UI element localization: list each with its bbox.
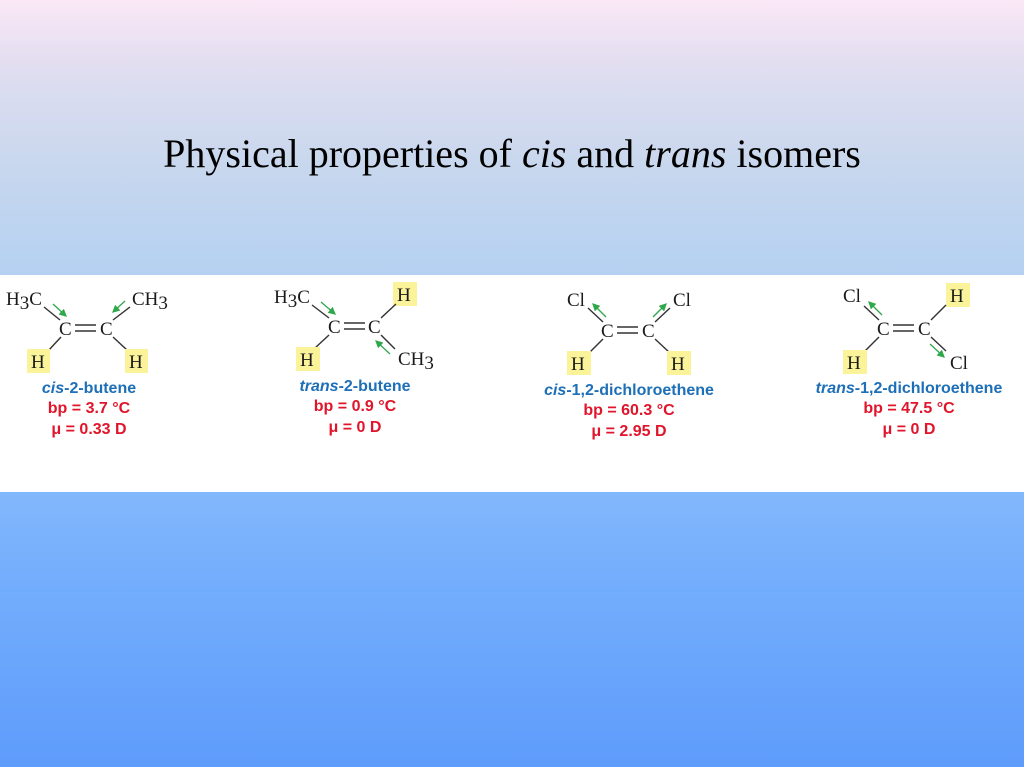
atom-c2: C [368, 317, 381, 338]
atom-top-left: Cl [567, 290, 585, 311]
bond-line [930, 304, 947, 321]
dipole-moment: μ = 0 D [328, 419, 382, 436]
isomer-figure-panel: H3C CH3 C C H H H3C H C C [0, 275, 1024, 492]
boiling-point: bp = 3.7 °C [47, 400, 131, 417]
title-suffix: isomers [726, 131, 861, 176]
dipole-arrow-icon [868, 301, 883, 316]
atom-bottom-left: H [847, 353, 861, 374]
highlight-box [393, 282, 417, 306]
atom-bottom-right: Cl [950, 353, 968, 374]
highlight-box [843, 350, 867, 374]
atom-c2: C [918, 319, 931, 340]
atom-top-right: H [950, 286, 964, 307]
atom-c1: C [328, 317, 341, 338]
molecule-cis-2-butene: H3C CH3 C C H H [6, 289, 168, 373]
boiling-point: bp = 0.9 °C [313, 398, 397, 415]
slide-title: Physical properties of cis and trans iso… [0, 130, 1024, 177]
atom-c1: C [601, 321, 614, 342]
isomer-name-text: -2-butene [64, 380, 137, 397]
dipole-arrow-icon [112, 300, 126, 313]
bond-line [112, 336, 129, 352]
bond-line [380, 334, 396, 350]
atom-bottom-right: CH3 [398, 349, 434, 374]
dipole-arrow-icon [592, 303, 607, 318]
title-and: and [566, 131, 645, 176]
dipole-moment: μ = 0 D [882, 421, 936, 438]
title-trans: trans [644, 131, 727, 176]
bond-line [863, 305, 880, 321]
isomer-name: cis-1,2-dichloroethene [521, 381, 737, 400]
atom-c2: C [100, 319, 113, 340]
molecule-trans-2-butene: H3C H C C H CH3 [274, 282, 434, 374]
molecule-cis-dichloroethene: Cl Cl C C H H [567, 290, 691, 375]
highlight-box [27, 349, 50, 373]
bond-line [43, 306, 61, 321]
atom-bottom-left: H [571, 354, 585, 375]
atom-top-right: CH3 [132, 289, 168, 314]
isomer-name-text: -1,2-dichloroethene [854, 380, 1003, 397]
title-text: Physical properties of [163, 131, 522, 176]
dipole-arrow-icon [375, 340, 391, 355]
bond-line [654, 338, 671, 354]
atom-bottom-left: H [31, 352, 45, 373]
structure-drawings: H3C CH3 C C H H H3C H C C [6, 282, 970, 375]
atom-bottom-right: H [671, 354, 685, 375]
dipole-arrow-icon [652, 303, 667, 318]
caption-trans-2-butene: trans-2-butene bp = 0.9 °C μ = 0 D [280, 377, 430, 438]
boiling-point: bp = 47.5 °C [863, 400, 955, 417]
dipole-moment: μ = 2.95 D [591, 423, 667, 440]
bond-line [588, 338, 604, 354]
bond-line [864, 336, 880, 352]
atom-bottom-left: H [300, 350, 314, 371]
isomer-name: trans-1,2-dichloroethene [796, 379, 1022, 398]
caption-trans-dichloroethene: trans-1,2-dichloroethene bp = 47.5 °C μ … [796, 379, 1022, 440]
highlight-box [567, 351, 591, 375]
isomer-prefix: cis [41, 380, 65, 397]
bond-line [930, 336, 947, 352]
dipole-arrow-icon [52, 303, 67, 317]
isomer-prefix: cis [544, 382, 567, 399]
isomer-name: cis-2-butene [14, 379, 164, 398]
isomer-prefix: trans [299, 378, 339, 395]
bond-line [311, 304, 330, 319]
atom-top-left: H3C [274, 287, 310, 312]
atom-top-left: H3C [6, 289, 42, 314]
atom-top-left: Cl [843, 286, 861, 307]
atom-c2: C [642, 321, 655, 342]
title-cis: cis [521, 131, 567, 176]
dipole-arrow-icon [320, 301, 336, 315]
molecule-trans-dichloroethene: Cl H C C H Cl [843, 283, 970, 374]
caption-cis-2-butene: cis-2-butene bp = 3.7 °C μ = 0.33 D [14, 379, 164, 440]
bond-line [654, 307, 671, 323]
bond-line [47, 336, 62, 352]
isomer-name: trans-2-butene [280, 377, 430, 396]
highlight-box [125, 349, 148, 373]
dipole-arrow-icon [929, 343, 945, 358]
caption-cis-dichloroethene: cis-1,2-dichloroethene bp = 60.3 °C μ = … [521, 381, 737, 442]
atom-top-right: H [397, 285, 411, 306]
highlight-box [296, 347, 320, 371]
atom-c1: C [59, 319, 72, 340]
isomer-prefix: trans [815, 380, 855, 397]
atom-top-right: Cl [673, 290, 691, 311]
atom-c1: C [877, 319, 890, 340]
bond-line [587, 307, 604, 323]
isomer-name-text: -2-butene [338, 378, 411, 395]
dipole-moment: μ = 0.33 D [51, 421, 127, 438]
boiling-point: bp = 60.3 °C [583, 402, 675, 419]
highlight-box [667, 351, 691, 375]
isomer-name-text: -1,2-dichloroethene [566, 382, 714, 399]
highlight-box [946, 283, 970, 307]
bond-line [314, 334, 330, 349]
bond-line [112, 306, 131, 321]
bond-line [380, 303, 397, 319]
atom-bottom-right: H [129, 352, 143, 373]
